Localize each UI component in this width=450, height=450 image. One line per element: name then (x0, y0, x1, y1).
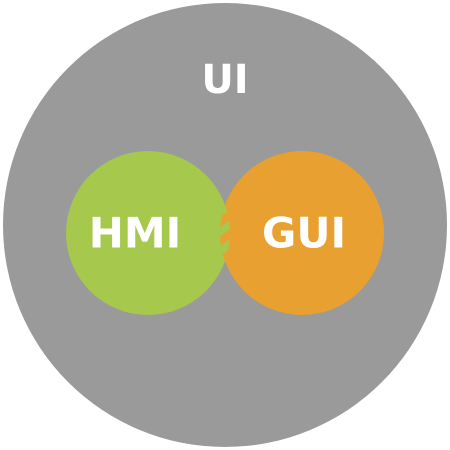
ui-label: UI (201, 57, 248, 103)
hmi-label: HMI (89, 209, 182, 258)
hmi-circle (66, 151, 230, 315)
gui-circle (220, 151, 384, 315)
gui-label: GUI (262, 209, 346, 258)
